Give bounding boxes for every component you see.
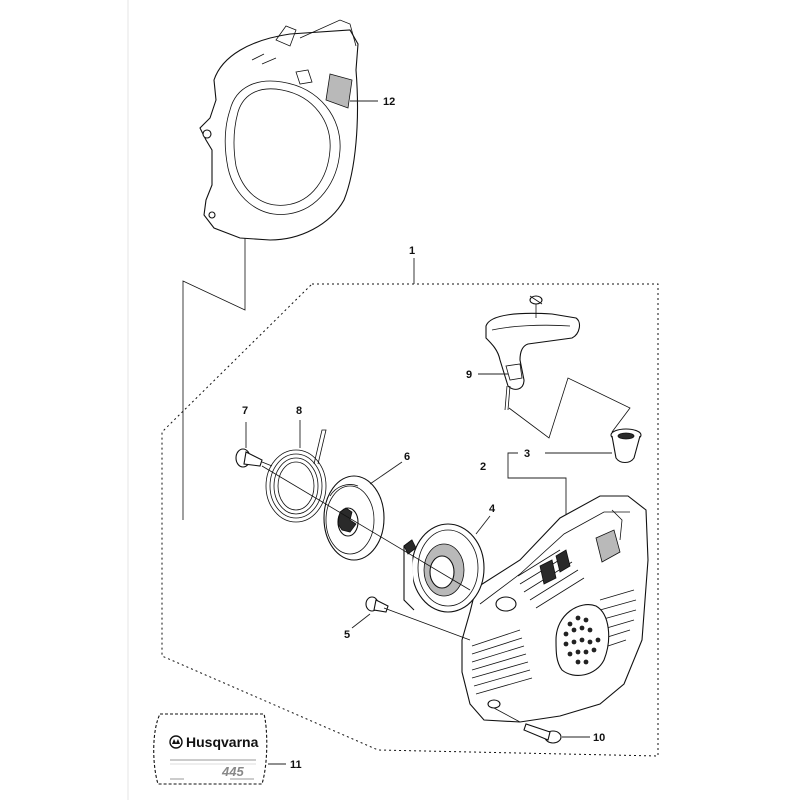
leader-line-4 [475,515,491,535]
part-6-spring-cassette [323,475,385,561]
husqvarna-crown-logo-icon [169,735,183,749]
leader-line-6 [369,461,403,485]
part-2-starter-housing [461,495,649,723]
part-11-decal: Husqvarna 445 [153,713,268,785]
callout-5: 5 [344,629,350,641]
decal-brand-text: Husqvarna [186,734,259,750]
screw-10-axis [493,707,521,723]
callout-10: 10 [593,732,605,744]
callout-1: 1 [409,245,415,257]
assembly-boundary [161,283,659,757]
callout-7: 7 [242,405,248,417]
part-9-starter-handle [485,295,581,411]
callout-6: 6 [404,451,410,463]
decal-model-text: 445 [221,764,244,779]
part-10-screw [523,723,562,744]
callout-9: 9 [466,369,472,381]
part-4-pulley [403,523,485,613]
leader-line-2 [518,477,567,520]
callout-3: 3 [524,448,530,460]
part-12-cowl [199,19,359,241]
link-line-handle [508,377,631,439]
callout-8: 8 [296,405,302,417]
center-axis-line [261,465,471,591]
part-3-rope-guide [610,428,642,464]
part-7-screw [235,448,273,468]
part-5-screw [365,596,389,613]
callout-2: 2 [480,461,486,473]
callout-4: 4 [489,503,496,515]
leader-bracket-2 [507,452,518,479]
callout-12: 12 [383,96,395,108]
part-8-recoil-spring [265,429,327,523]
screw-5-axis [383,607,471,641]
callout-11: 11 [290,759,302,771]
link-line-cowl [182,238,246,520]
leader-line-5 [351,613,371,629]
